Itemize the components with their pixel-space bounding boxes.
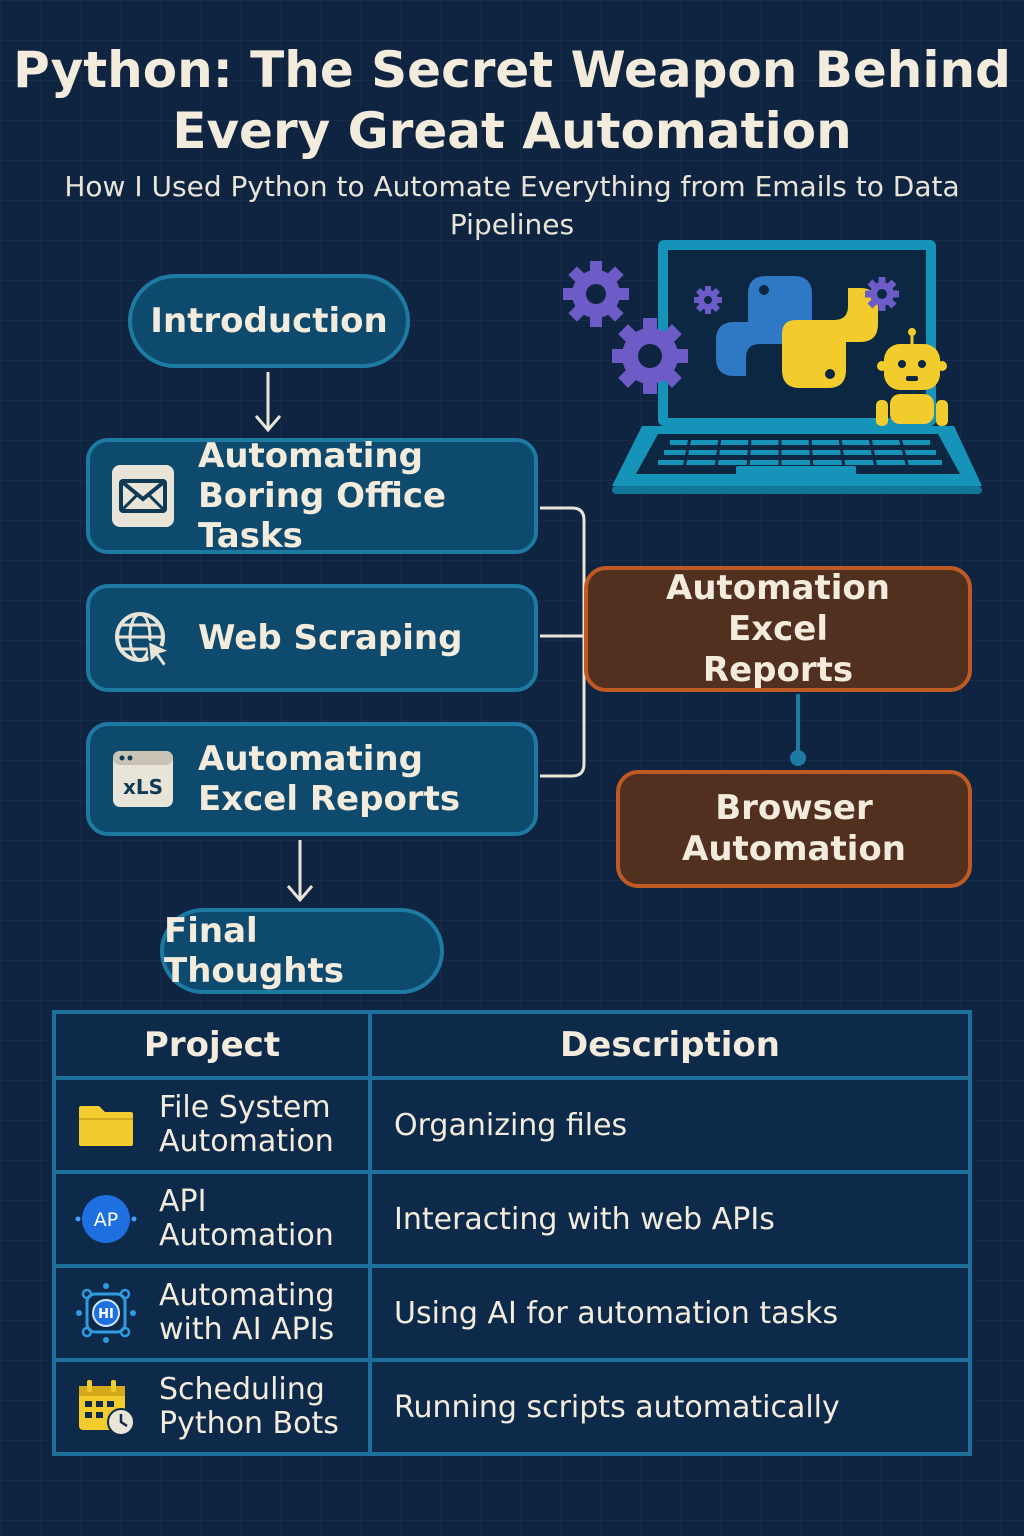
flow-step-label: Automating Boring Office Tasks: [198, 436, 447, 556]
side-connector-dot: [790, 750, 806, 766]
globe-cursor-icon: [115, 612, 173, 669]
project-description: Using AI for automation tasks: [368, 1264, 972, 1362]
python-logo-icon: [716, 276, 878, 388]
intro-pill[interactable]: Introduction: [128, 274, 410, 368]
table-row[interactable]: AP API Automation Interacting with web A…: [52, 1170, 972, 1268]
flow-step-web-scraping[interactable]: Web Scraping: [86, 584, 538, 692]
ai-chip-text: HI: [98, 1307, 114, 1322]
envelope-icon: [112, 465, 174, 527]
flow-step-label: Web Scraping: [198, 618, 463, 658]
table-row[interactable]: HI Automating with AI APIs Using AI for …: [52, 1264, 972, 1362]
robot-icon: [876, 328, 948, 426]
calendar-clock-icon: [79, 1380, 135, 1436]
flow-step-excel-reports[interactable]: xLS Automating Excel Reports: [86, 722, 538, 836]
project-name: Automating with AI APIs: [159, 1278, 335, 1347]
arrow-head-2: [286, 885, 314, 903]
table-header-row: Project Description: [52, 1010, 972, 1080]
table-row[interactable]: File System Automation Organizing files: [52, 1076, 972, 1174]
intro-label: Introduction: [150, 301, 388, 341]
api-badge-icon: AP: [75, 1195, 137, 1243]
project-description: Organizing files: [368, 1076, 972, 1174]
gear-icon: [563, 261, 899, 394]
page-title-line2: Every Great Automation: [172, 102, 852, 160]
flow-step-label: Automating Excel Reports: [198, 739, 461, 819]
project-description: Running scripts automatically: [368, 1358, 972, 1456]
side-box-excel-automation[interactable]: Automation Excel Reports: [584, 566, 972, 692]
bracket-connector: [540, 506, 586, 778]
table-header-project: Project: [52, 1010, 372, 1080]
page-title-line1: Python: The Secret Weapon Behind: [13, 41, 1011, 99]
final-thoughts-pill[interactable]: Final Thoughts: [160, 908, 444, 994]
page-subtitle: How I Used Python to Automate Everything…: [64, 170, 960, 241]
api-badge-text: AP: [94, 1209, 118, 1231]
flow-step-office-tasks[interactable]: Automating Boring Office Tasks: [86, 436, 538, 556]
arrow-head-1: [254, 415, 282, 433]
project-name: Scheduling Python Bots: [159, 1372, 339, 1441]
side-box-browser-automation[interactable]: Browser Automation: [616, 770, 972, 888]
table-row[interactable]: Scheduling Python Bots Running scripts a…: [52, 1358, 972, 1456]
projects-table: Project Description File System Automati…: [52, 1010, 972, 1456]
final-thoughts-label: Final Thoughts: [164, 911, 344, 991]
xls-icon-text: xLS: [123, 775, 163, 799]
xls-icon: xLS: [113, 751, 173, 807]
project-name: API Automation: [159, 1184, 334, 1253]
ai-chip-icon: HI: [76, 1283, 136, 1343]
laptop-illustration: [563, 240, 982, 494]
project-description: Interacting with web APIs: [368, 1170, 972, 1268]
side-box-label: Browser Automation: [682, 788, 906, 869]
folder-icon: [79, 1106, 133, 1146]
project-name: File System Automation: [159, 1090, 334, 1159]
table-header-description: Description: [368, 1010, 972, 1080]
side-box-label: Automation Excel Reports: [666, 567, 890, 690]
